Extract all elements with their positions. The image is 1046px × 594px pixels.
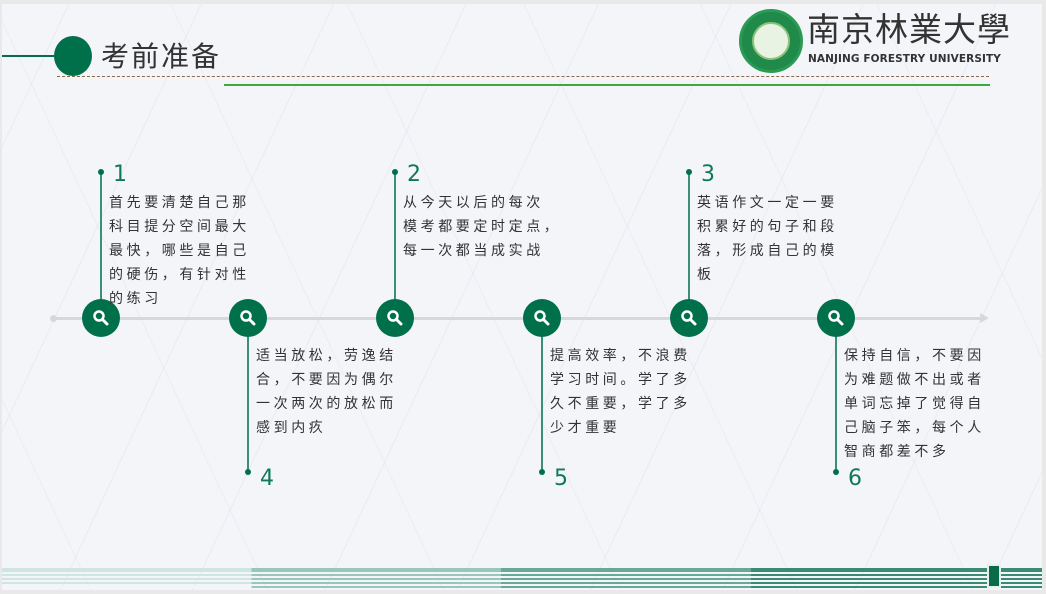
search-icon — [681, 310, 697, 326]
axis-start-dot — [50, 315, 57, 322]
description-line: 少才重要 — [550, 420, 621, 436]
description-line: 感到内疚 — [256, 420, 327, 436]
step-description: 保持自信，不要因为难题做不出或者单词忘掉了觉得自己脑子笨，每个人智商都差不多 — [844, 344, 985, 464]
description-line: 每一次都当成实战 — [403, 243, 544, 259]
green-divider — [224, 84, 990, 86]
search-icon — [387, 310, 403, 326]
description-line: 己脑子笨，每个人 — [844, 420, 985, 436]
description-line: 从今天以后的每次 — [403, 195, 544, 211]
description-line: 英语作文一定一要 — [697, 195, 838, 211]
step-description: 适当放松，劳逸结合，不要因为偶尔一次两次的放松而感到内疚 — [256, 344, 397, 440]
description-line: 板 — [697, 267, 715, 283]
dashed-divider — [57, 76, 989, 77]
step-number: 6 — [848, 466, 862, 491]
search-node[interactable] — [523, 299, 561, 337]
step-description: 首先要清楚自己那科目提分空间最大最快，哪些是自己的硬伤，有针对性的练习 — [109, 191, 250, 311]
background-pattern — [2, 4, 1042, 590]
timeline-stem — [100, 171, 102, 308]
description-line: 积累好的句子和段 — [697, 219, 838, 235]
university-name-en: NANJING FORESTRY UNIVERSITY — [808, 53, 1001, 65]
page-title: 考前准备 — [101, 40, 222, 73]
timeline-stem — [541, 324, 543, 472]
description-line: 为难题做不出或者 — [844, 372, 985, 388]
step-number: 3 — [701, 162, 715, 187]
description-line: 首先要清楚自己那 — [109, 195, 250, 211]
timeline-dot — [686, 169, 692, 175]
timeline-dot — [392, 169, 398, 175]
search-node[interactable] — [229, 299, 267, 337]
description-line: 久不重要，学了多 — [550, 396, 691, 412]
search-icon — [828, 310, 844, 326]
description-line: 科目提分空间最大 — [109, 219, 250, 235]
description-line: 适当放松，劳逸结 — [256, 348, 397, 364]
axis-arrow-icon — [980, 313, 989, 323]
search-icon — [534, 310, 550, 326]
search-node[interactable] — [817, 299, 855, 337]
description-line: 智商都差不多 — [844, 444, 950, 460]
step-number: 5 — [554, 466, 568, 491]
description-line: 模考都要定时定点， — [403, 219, 562, 235]
timeline-axis — [54, 317, 984, 320]
timeline-dot — [245, 469, 251, 475]
step-description: 英语作文一定一要积累好的句子和段落，形成自己的模板 — [697, 191, 838, 287]
description-line: 的练习 — [109, 291, 162, 307]
description-line: 合，不要因为偶尔 — [256, 372, 397, 388]
title-accent-dot — [54, 36, 92, 76]
search-node[interactable] — [670, 299, 708, 337]
description-line: 单词忘掉了觉得自 — [844, 396, 985, 412]
step-number: 1 — [113, 162, 127, 187]
step-description: 从今天以后的每次模考都要定时定点， 每一次都当成实战 — [403, 191, 561, 263]
university-emblem-icon — [739, 9, 803, 73]
timeline-dot — [833, 469, 839, 475]
slide: 考前准备 南京林業大學 NANJING FORESTRY UNIVERSITY … — [2, 4, 1042, 590]
timeline-stem — [835, 324, 837, 472]
title-accent-line — [2, 55, 62, 57]
step-number: 4 — [260, 466, 274, 491]
timeline-stem — [688, 171, 690, 308]
description-line: 的硬伤，有针对性 — [109, 267, 250, 283]
timeline-dot — [98, 169, 104, 175]
description-line: 最快，哪些是自己 — [109, 243, 250, 259]
building-icon — [987, 564, 1001, 588]
timeline-stem — [247, 324, 249, 472]
footer-stripes — [2, 564, 1042, 590]
university-name-cn: 南京林業大學 — [807, 10, 1011, 49]
search-icon — [93, 310, 109, 326]
search-node[interactable] — [82, 299, 120, 337]
timeline-dot — [539, 469, 545, 475]
description-line: 保持自信，不要因 — [844, 348, 985, 364]
step-number: 2 — [407, 162, 421, 187]
search-node[interactable] — [376, 299, 414, 337]
timeline-stem — [394, 171, 396, 308]
description-line: 一次两次的放松而 — [256, 396, 397, 412]
description-line: 落，形成自己的模 — [697, 243, 838, 259]
step-description: 提高效率，不浪费学习时间。学了多久不重要，学了多少才重要 — [550, 344, 691, 440]
description-line: 提高效率，不浪费 — [550, 348, 691, 364]
description-line: 学习时间。学了多 — [550, 372, 691, 388]
search-icon — [240, 310, 256, 326]
